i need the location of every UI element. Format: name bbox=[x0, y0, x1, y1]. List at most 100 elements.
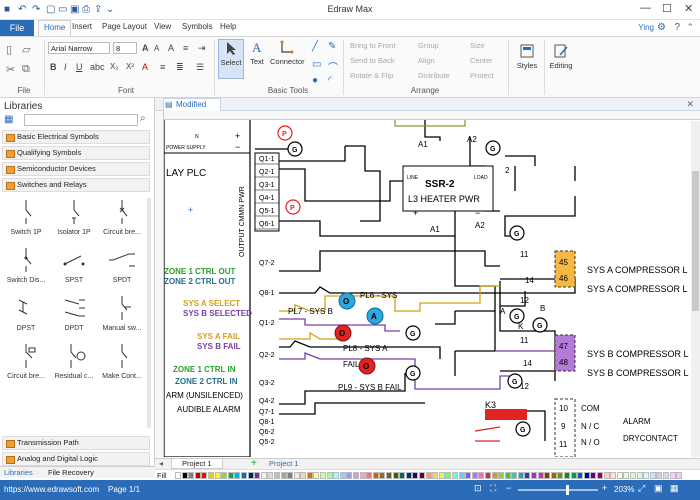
color-swatch[interactable] bbox=[327, 472, 333, 479]
color-swatch[interactable] bbox=[623, 472, 629, 479]
shape-spdt[interactable]: SPDT bbox=[98, 246, 146, 284]
help-icon[interactable]: ? bbox=[674, 22, 680, 33]
color-swatch[interactable] bbox=[313, 472, 319, 479]
color-swatch[interactable] bbox=[531, 472, 537, 479]
size-button[interactable]: Size bbox=[470, 41, 485, 50]
color-swatch[interactable] bbox=[617, 472, 623, 479]
align-justify-icon[interactable]: ☰ bbox=[196, 62, 204, 73]
tab-symbols[interactable]: Symbols bbox=[182, 22, 213, 31]
color-swatch[interactable] bbox=[333, 472, 339, 479]
color-swatch[interactable] bbox=[353, 472, 359, 479]
color-swatch[interactable] bbox=[366, 472, 372, 479]
color-swatch[interactable] bbox=[208, 472, 214, 479]
new-file-icon[interactable]: ▯ bbox=[6, 43, 12, 56]
color-swatch[interactable] bbox=[472, 472, 478, 479]
select-tool-button[interactable]: Select bbox=[218, 39, 244, 79]
color-swatch[interactable] bbox=[505, 472, 511, 479]
font-size-select[interactable]: 8 bbox=[113, 42, 137, 54]
library-section-semiconductor[interactable]: Semiconductor Devices bbox=[2, 162, 150, 176]
library-search-input[interactable] bbox=[24, 114, 138, 126]
shape-switch-1p[interactable]: Switch 1P bbox=[2, 198, 50, 236]
zoom-in-icon[interactable]: + bbox=[602, 483, 607, 493]
rect-tool-icon[interactable]: ▭ bbox=[312, 59, 321, 70]
editing-button[interactable]: Editing bbox=[546, 43, 576, 70]
color-swatch[interactable] bbox=[195, 472, 201, 479]
color-swatch[interactable] bbox=[637, 472, 643, 479]
color-swatch[interactable] bbox=[373, 472, 379, 479]
library-section-analog-digital[interactable]: Analog and Digital Logic bbox=[2, 452, 150, 466]
color-swatch[interactable] bbox=[228, 472, 234, 479]
page-tab-active[interactable]: Project 1 bbox=[269, 459, 299, 468]
color-swatch[interactable] bbox=[300, 472, 306, 479]
subscript-button[interactable]: X₂ bbox=[110, 62, 118, 71]
color-swatch[interactable] bbox=[320, 472, 326, 479]
align-right-icon[interactable]: ≣ bbox=[176, 62, 184, 73]
color-swatch[interactable] bbox=[670, 472, 676, 479]
color-swatch[interactable] bbox=[465, 472, 471, 479]
color-swatch[interactable] bbox=[485, 472, 491, 479]
zoom-slider-thumb[interactable] bbox=[566, 485, 569, 495]
color-swatch[interactable] bbox=[261, 472, 267, 479]
shape-circuit-breaker-2[interactable]: Circuit bre... bbox=[2, 342, 50, 380]
minimize-button[interactable]: — bbox=[640, 2, 651, 14]
library-section-basic-electrical[interactable]: Basic Electrical Symbols bbox=[2, 130, 150, 144]
color-swatch[interactable] bbox=[175, 472, 181, 479]
color-swatch[interactable] bbox=[267, 472, 273, 479]
line-tool-icon[interactable]: ╱ bbox=[312, 41, 318, 52]
bold-button[interactable]: B bbox=[50, 62, 57, 72]
color-swatch[interactable] bbox=[234, 472, 240, 479]
color-swatch[interactable] bbox=[511, 472, 517, 479]
page-prev-icon[interactable]: ◂ bbox=[159, 459, 163, 468]
list-icon[interactable]: ≡ bbox=[183, 43, 188, 53]
color-swatch[interactable] bbox=[478, 472, 484, 479]
shape-manual-switch[interactable]: Manual sw... bbox=[98, 294, 146, 332]
color-swatch[interactable] bbox=[399, 472, 405, 479]
shrink-font-icon[interactable]: A bbox=[154, 44, 159, 53]
fit-page-icon[interactable]: ⊡ bbox=[474, 483, 482, 494]
libraries-tab[interactable]: Libraries bbox=[4, 468, 33, 477]
tab-help[interactable]: Help bbox=[220, 22, 236, 31]
color-swatch[interactable] bbox=[492, 472, 498, 479]
color-swatch[interactable] bbox=[432, 472, 438, 479]
font-name-select[interactable]: Arial Narrow bbox=[48, 42, 110, 54]
color-swatch[interactable] bbox=[518, 472, 524, 479]
distribute-button[interactable]: Distribute bbox=[418, 71, 450, 80]
group-button[interactable]: Group bbox=[418, 41, 439, 50]
strikethrough-button[interactable]: abc bbox=[90, 62, 105, 72]
color-swatch[interactable] bbox=[610, 472, 616, 479]
color-swatch[interactable] bbox=[379, 472, 385, 479]
color-swatch[interactable] bbox=[360, 472, 366, 479]
library-section-transmission-path[interactable]: Transmission Path bbox=[2, 436, 150, 450]
color-swatch[interactable] bbox=[419, 472, 425, 479]
grow-font-icon[interactable]: A bbox=[142, 43, 149, 53]
color-swatch[interactable] bbox=[215, 472, 221, 479]
fit-width-icon[interactable]: ⤢ bbox=[638, 483, 645, 494]
align-button[interactable]: Align bbox=[418, 56, 435, 65]
color-swatch[interactable] bbox=[340, 472, 346, 479]
cut-icon[interactable]: ✂ bbox=[6, 63, 15, 76]
color-swatch[interactable] bbox=[445, 472, 451, 479]
open-file-icon[interactable]: ▱ bbox=[22, 43, 30, 56]
tab-home[interactable]: Home bbox=[38, 20, 71, 36]
color-swatch[interactable] bbox=[544, 472, 550, 479]
relay-k3-coil[interactable] bbox=[485, 409, 527, 420]
color-swatch[interactable] bbox=[551, 472, 557, 479]
color-swatch[interactable] bbox=[188, 472, 194, 479]
color-swatch[interactable] bbox=[221, 472, 227, 479]
color-swatch[interactable] bbox=[557, 472, 563, 479]
vertical-scroll-thumb[interactable] bbox=[692, 171, 699, 311]
color-swatch[interactable] bbox=[294, 472, 300, 479]
full-screen-icon[interactable]: ⛶ bbox=[490, 483, 496, 494]
shape-isolator-1p[interactable]: Isolator 1P bbox=[50, 198, 98, 236]
color-swatch[interactable] bbox=[571, 472, 577, 479]
connector-tool-button[interactable]: Connector bbox=[270, 39, 304, 66]
color-swatch[interactable] bbox=[604, 472, 610, 479]
tab-page-layout[interactable]: Page Layout bbox=[102, 22, 147, 31]
search-icon[interactable]: ⌕ bbox=[140, 113, 146, 124]
color-swatch[interactable] bbox=[643, 472, 649, 479]
grid-view-icon[interactable]: ▦ bbox=[670, 483, 679, 494]
color-swatch[interactable] bbox=[426, 472, 432, 479]
color-swatch[interactable] bbox=[201, 472, 207, 479]
arc-tool-icon[interactable]: ◜ bbox=[328, 75, 332, 86]
tab-view[interactable]: View bbox=[154, 22, 171, 31]
